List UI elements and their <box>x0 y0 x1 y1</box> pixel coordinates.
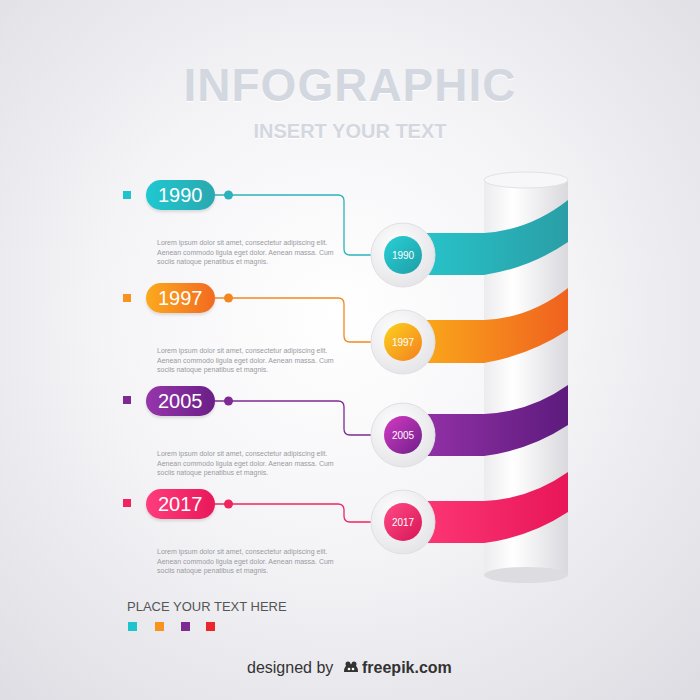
year-pill: 1990 <box>146 180 215 210</box>
bullet-squares <box>123 191 131 507</box>
year-text: 2005 <box>370 402 436 468</box>
subtitle: INSERT YOUR TEXT <box>0 120 700 143</box>
year-text: 2017 <box>158 493 203 516</box>
watermark: freepik.com <box>362 659 452 677</box>
title: INFOGRAPHIC <box>0 58 700 112</box>
year-pill: 2017 <box>146 489 215 519</box>
year-pill: 1997 <box>146 283 215 313</box>
year-circle: 2017 <box>370 489 436 555</box>
year-text: 1990 <box>370 222 436 288</box>
year-pill: 2005 <box>146 386 215 416</box>
connector <box>215 397 372 436</box>
year-text: 2005 <box>158 390 203 413</box>
body-text: Lorem ipsum dolor sit amet, consectetur … <box>157 238 335 267</box>
note: PLACE YOUR TEXT HERE <box>127 599 287 614</box>
year-text: 1990 <box>158 184 203 207</box>
year-text: 1997 <box>158 287 203 310</box>
year-text: 1997 <box>370 309 436 375</box>
color-squares <box>128 622 215 631</box>
logo-icon <box>342 660 360 676</box>
body-text: Lorem ipsum dolor sit amet, consectetur … <box>157 449 335 478</box>
connector <box>215 500 372 523</box>
watermark: designed by <box>247 659 333 677</box>
year-circle: 2005 <box>370 402 436 468</box>
year-circle: 1997 <box>370 309 436 375</box>
year-text: 2017 <box>370 489 436 555</box>
body-text: Lorem ipsum dolor sit amet, consectetur … <box>157 346 335 375</box>
year-circle: 1990 <box>370 222 436 288</box>
body-text: Lorem ipsum dolor sit amet, consectetur … <box>157 547 335 576</box>
connector <box>215 294 372 343</box>
